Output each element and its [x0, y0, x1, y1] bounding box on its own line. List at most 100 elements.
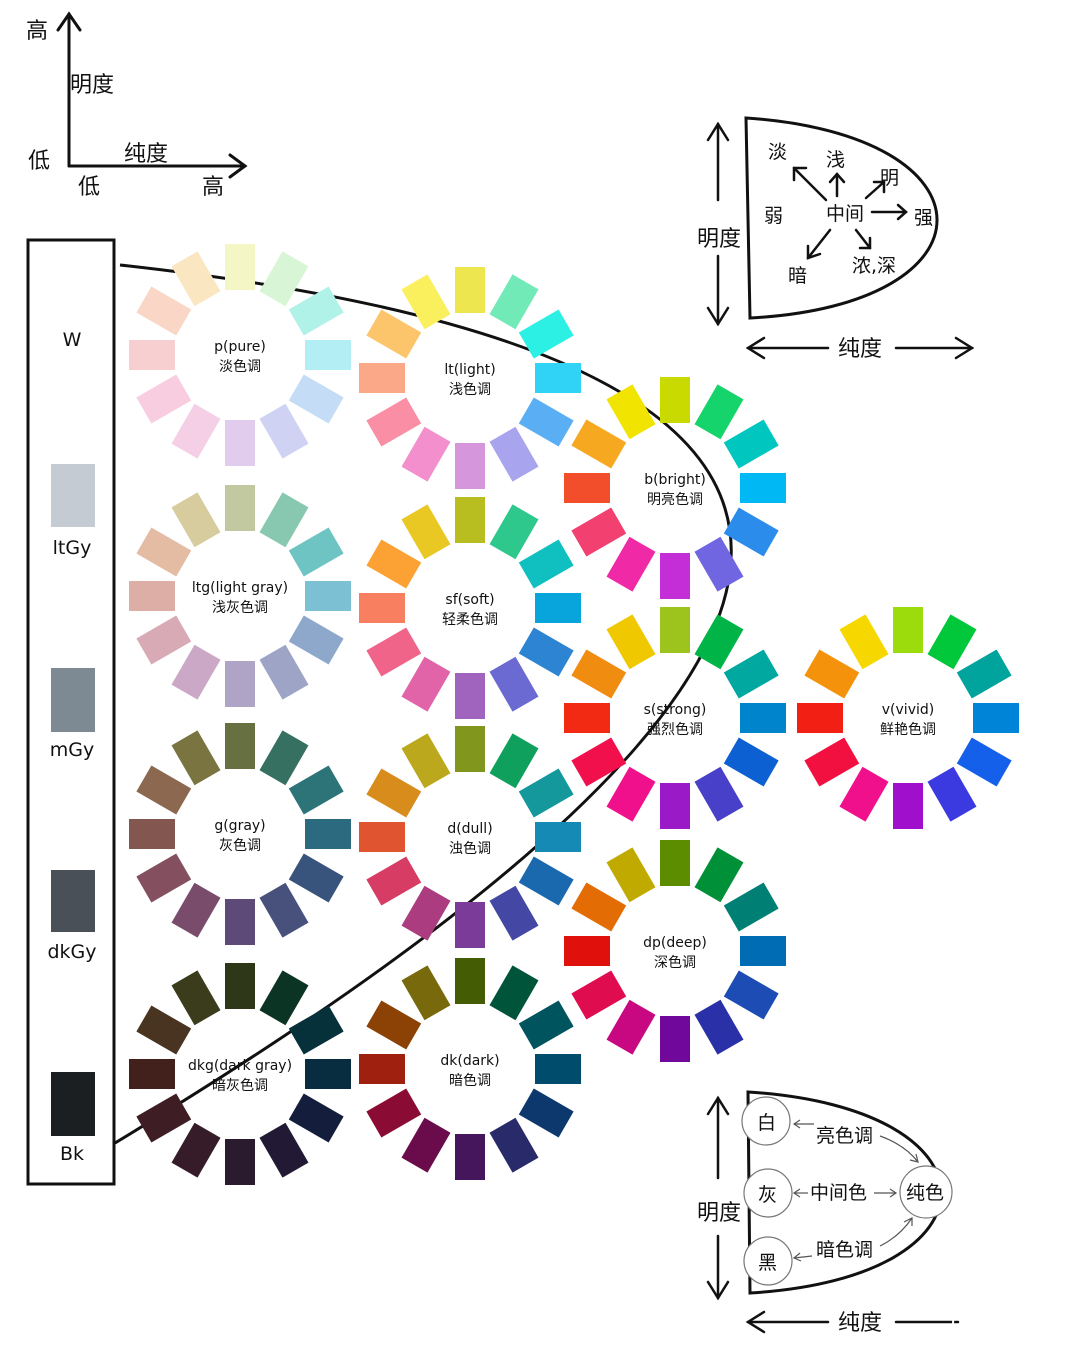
br-white-circle	[741, 1096, 791, 1146]
tone-swatch	[694, 536, 744, 592]
tr-chroma-arrow-right-head	[954, 336, 975, 360]
tone-name-label: 灰色调	[219, 837, 261, 854]
tone-swatch	[259, 882, 309, 938]
tone-code-label: b(bright)	[644, 472, 706, 488]
tone-name-label: 强烈色调	[647, 721, 703, 738]
br-black-label: 黑	[758, 1252, 777, 1274]
tone-name-label: 浅色调	[449, 381, 491, 398]
tone-swatch	[535, 1054, 581, 1084]
tone-swatch	[571, 970, 627, 1020]
tone-swatch	[171, 644, 221, 700]
tone-swatch	[401, 656, 451, 712]
tone-swatch	[518, 539, 574, 589]
tone-swatch	[455, 673, 485, 719]
br-dark-arrow-b	[879, 1217, 913, 1247]
tone-swatch	[956, 737, 1012, 787]
tone-swatch	[839, 614, 889, 670]
tone-swatch	[489, 965, 539, 1021]
tone-swatch	[535, 593, 581, 623]
br-gray-label: 灰	[758, 1184, 777, 1206]
gray-label-1: ltGy	[53, 537, 92, 559]
br-light-arrow-b	[879, 1135, 919, 1163]
tone-swatch	[535, 822, 581, 852]
tone-swatch	[660, 607, 690, 653]
tone-swatch	[259, 1122, 309, 1178]
tone-swatch	[129, 819, 175, 849]
tone-swatch	[225, 244, 255, 290]
tone-swatch	[366, 1000, 422, 1050]
tr-arrow-dark	[806, 228, 832, 260]
br-chroma-arrow-left-head	[745, 1310, 766, 1334]
gray-label-2: mGy	[50, 739, 94, 761]
tone-swatch	[171, 882, 221, 938]
tone-name-label: 暗色调	[449, 1072, 491, 1089]
tone-swatch	[660, 553, 690, 599]
gray-swatch-1	[51, 464, 95, 527]
tone-swatch	[129, 581, 175, 611]
tone-code-label: g(gray)	[214, 818, 265, 834]
tone-swatch	[366, 397, 422, 447]
tone-swatch	[723, 507, 779, 557]
tone-swatch	[288, 765, 344, 815]
top-right-diagram: 明度 纯度 中间 淡 浅 明 弱 强 暗 浓,深	[697, 116, 975, 362]
tone-swatch	[359, 1054, 405, 1084]
tone-swatch	[723, 970, 779, 1020]
tone-wheel-7: g(gray) 灰色调	[129, 723, 351, 945]
tone-swatch	[489, 1117, 539, 1173]
tone-swatch	[259, 403, 309, 459]
tone-swatch	[366, 856, 422, 906]
tone-swatch	[804, 737, 860, 787]
tone-swatch	[171, 403, 221, 459]
tr-deep-label: 浓,深	[852, 255, 896, 277]
tone-swatch	[518, 627, 574, 677]
tone-swatch	[401, 733, 451, 789]
tone-swatch	[225, 420, 255, 466]
br-dark-arrow-b-head	[903, 1217, 913, 1226]
tone-swatch	[401, 1117, 451, 1173]
tone-swatch	[305, 581, 351, 611]
br-gray-circle	[743, 1168, 793, 1218]
tone-swatch	[366, 309, 422, 359]
tone-code-label: s(strong)	[644, 702, 707, 718]
tone-swatch	[564, 473, 610, 503]
tr-brightness-label: 明度	[697, 227, 741, 252]
tone-swatch	[740, 473, 786, 503]
tone-swatch	[723, 882, 779, 932]
x-axis-arrow	[228, 153, 248, 179]
tone-swatch	[535, 363, 581, 393]
br-pure-circle	[899, 1165, 953, 1219]
x-axis-label: 纯度	[124, 142, 168, 167]
br-white-label: 白	[757, 1112, 776, 1134]
tone-swatch	[518, 397, 574, 447]
tone-swatch	[455, 267, 485, 313]
tone-swatch	[489, 885, 539, 941]
tone-name-label: 明亮色调	[647, 491, 703, 508]
tone-swatch	[288, 1005, 344, 1055]
tone-swatch	[136, 765, 192, 815]
tr-arrow-strong-head	[896, 203, 908, 221]
tone-swatch	[288, 527, 344, 577]
watermark-text: 什么值得买	[980, 1315, 1065, 1335]
tone-swatch	[564, 936, 610, 966]
br-pure-label: 纯色	[906, 1182, 944, 1204]
tone-swatch	[129, 340, 175, 370]
tone-swatch	[171, 492, 221, 548]
tone-code-label: p(pure)	[214, 339, 266, 355]
tone-swatch	[366, 627, 422, 677]
tone-swatch	[455, 497, 485, 543]
tone-swatch	[171, 970, 221, 1026]
tone-swatch	[723, 649, 779, 699]
gray-swatch-2	[51, 668, 95, 732]
tone-swatch	[401, 274, 451, 330]
tone-swatch	[606, 614, 656, 670]
tone-swatch	[740, 703, 786, 733]
tone-name-label: 浊色调	[449, 840, 491, 857]
br-middle-label: 中间色	[810, 1182, 867, 1204]
tone-swatch	[489, 504, 539, 560]
tone-swatch	[660, 377, 690, 423]
tone-wheel-3: ltg(light gray)浅灰色调	[129, 485, 351, 707]
tone-swatch	[225, 485, 255, 531]
tone-swatch	[136, 374, 192, 424]
